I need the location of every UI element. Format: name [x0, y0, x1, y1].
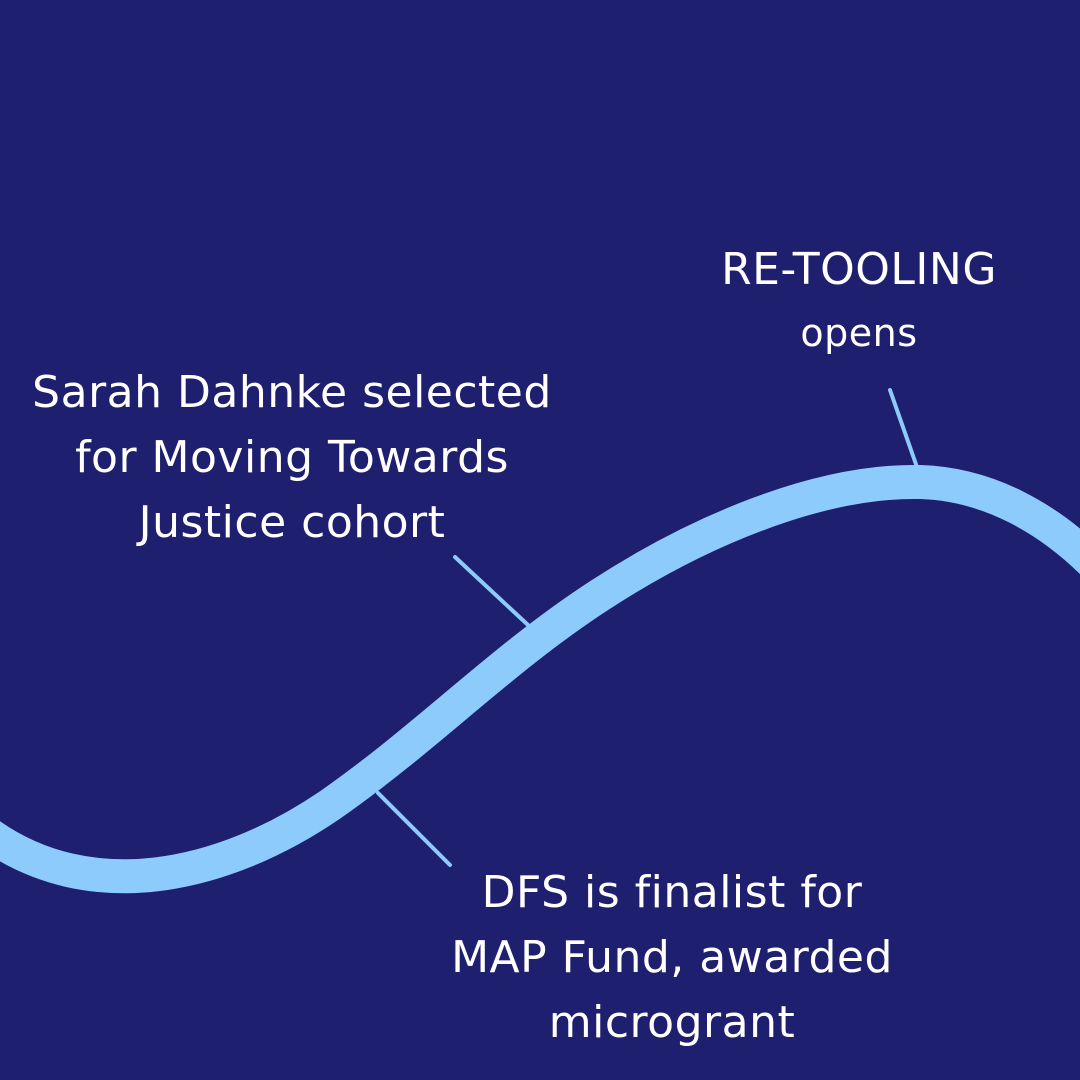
connector-dfs	[376, 791, 452, 867]
event-label-retooling: RE-TOOLING opens	[700, 238, 1018, 364]
event-label-sarah: Sarah Dahnke selected for Moving Towards…	[30, 360, 554, 555]
connector-retooling	[888, 388, 920, 472]
event-line: MAP Fund, awarded	[451, 932, 893, 983]
event-line: DFS is finalist for	[481, 867, 863, 918]
timeline-wave	[0, 464, 1080, 894]
event-line: Justice cohort	[138, 497, 446, 548]
event-title: RE-TOOLING	[721, 244, 997, 295]
event-label-dfs: DFS is finalist for MAP Fund, awarded mi…	[430, 860, 914, 1055]
event-line: for Moving Towards	[75, 432, 509, 483]
event-subtitle: opens	[800, 311, 918, 355]
connector-sarah	[453, 555, 530, 627]
event-line: microgrant	[548, 997, 796, 1048]
event-line: Sarah Dahnke selected	[32, 367, 552, 418]
